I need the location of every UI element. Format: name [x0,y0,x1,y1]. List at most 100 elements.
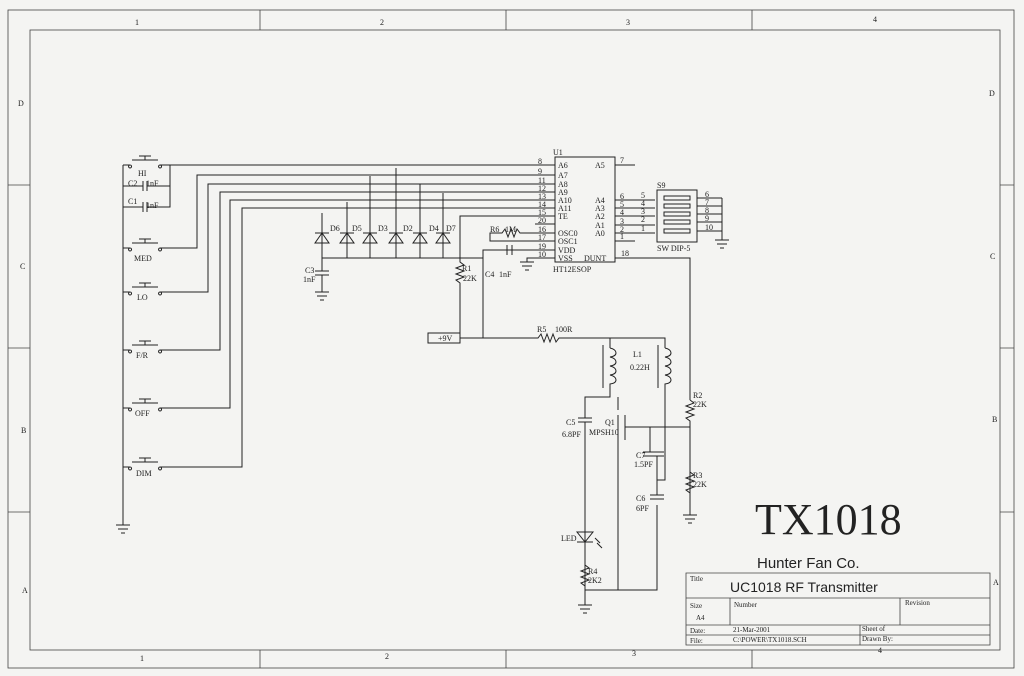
ic-pin-name: A5 [595,161,605,170]
push-button-switch-icon [128,282,162,296]
push-button-switch-icon [128,155,162,169]
revision-label: Revision [905,599,930,607]
diode-label: D4 [429,224,439,233]
cap-value-c7: 1.5PF [634,460,653,469]
switch-label-fr: F/R [136,351,149,360]
cap-label-c3: C3 [305,266,314,275]
resistor-label-r3: R3 [693,471,702,480]
ic-pin-name: A6 [558,161,568,170]
dip-part: SW DIP-5 [657,244,690,253]
switch-label-off: OFF [135,409,150,418]
dip-pin-num: 9 [705,214,709,223]
diode-icon [388,232,404,244]
row-label: A [22,586,28,595]
ic-pin-num: 12 [538,184,546,193]
file-path: C:\POWER\TX1018.SCH [733,636,807,644]
led-label: LED [561,534,577,543]
column-label: 4 [873,15,877,24]
ic-pin-name: A11 [558,204,571,213]
dip-switch-lever[interactable] [663,211,691,217]
switch-label-lo: LO [137,293,148,302]
number-label: Number [734,601,758,609]
diode-label: D5 [352,224,362,233]
ic-pin-num: 3 [620,217,624,226]
column-label: 1 [135,18,139,27]
dip-pin-num: 1 [641,224,645,233]
cap-value-c4: 1nF [499,270,512,279]
ic-pin-num: 5 [620,200,624,209]
ic-pin-num: 11 [538,176,546,185]
diode-icon [339,232,355,244]
resistor-value-r6: 1M [505,225,516,234]
ic-pin-name: OSC1 [558,237,578,246]
push-button-switch-icon [128,457,162,471]
row-label: D [989,89,995,98]
dip-ref: S9 [657,181,665,190]
date-value: 21-Mar-2001 [733,626,771,634]
dip-switch-lever[interactable] [663,195,691,201]
column-label: 2 [380,18,384,27]
column-label: 3 [632,649,636,658]
diode-label: D7 [446,224,456,233]
ic-pin-num: 1 [620,232,624,241]
dip-switch-lever[interactable] [663,203,691,209]
ic-pin-name: A4 [595,196,605,205]
ic-pin-num: 4 [620,208,624,217]
ic-pin-name: A10 [558,196,572,205]
resistor-value-r5: 100R [555,325,573,334]
resistor-value-r4: 2K2 [588,576,602,585]
row-label: C [990,252,995,261]
ic-pin-name: A7 [558,171,568,180]
switch-bank: HI MED LO F/R OFF DIM C2 1nF C1 1nF [116,155,535,534]
ic-ref: U1 [553,148,563,157]
cap-label-c5: C5 [566,418,575,427]
row-label: B [21,426,26,435]
ic-part: HT12ESOP [553,265,592,274]
ic-pin-name: A9 [558,188,568,197]
ic-pin-num: 14 [538,200,546,209]
cap-label-c6: C6 [636,494,645,503]
size-label: Size [690,602,702,610]
dip-switch-lever[interactable] [663,219,691,225]
resistor-label-r2: R2 [693,391,702,400]
column-label: 3 [626,18,630,27]
cap-value-c6: 6PF [636,504,649,513]
resistor-value-r3: 22K [693,480,707,489]
diode-array: D6 D5 D3 D2 D4 D7 C3 1nF [303,168,483,301]
ic-pin-num: 7 [620,156,624,165]
diode-icon [314,232,330,244]
ic-pin-name: A8 [558,180,568,189]
ic-pin-name: A2 [595,212,605,221]
ic-pin-num: 13 [538,192,546,201]
supply-label: +9V [438,334,453,343]
resistor-value-r2: 22K [693,400,707,409]
ic-pin-num: 8 [538,157,542,166]
ic-pin-num: 10 [538,250,546,259]
diode-icon [362,232,378,244]
drawn-by-label: Drawn By: [862,635,893,643]
ic-pin-num: 15 [538,208,546,217]
dip-pin-num: 5 [641,191,645,200]
diode-label: D6 [330,224,340,233]
ic-pin-num: 19 [538,242,546,251]
ic-pin-name: DUNT [584,254,606,263]
file-label: File: [690,637,703,645]
ic-pin-num: 6 [620,192,624,201]
resistor-label-r1: R1 [462,264,471,273]
inductor-label-l1: L1 [633,350,642,359]
ic-pin-num: 20 [538,216,546,225]
ic-pin-name: A3 [595,204,605,213]
inductor-value-l1: 0.22H [630,363,650,372]
title-label: Title [690,575,703,583]
push-button-switch-icon [128,238,162,252]
column-label: 4 [878,646,882,655]
schematic-title: UC1018 RF Transmitter [730,579,878,595]
column-label: 2 [385,652,389,661]
row-label: A [993,578,999,587]
dip-switch-lever[interactable] [663,228,691,234]
ic-pin-name: VSS [558,254,573,263]
switch-label-med: MED [134,254,152,263]
transistor-value-q1: MPSH10 [589,428,619,437]
